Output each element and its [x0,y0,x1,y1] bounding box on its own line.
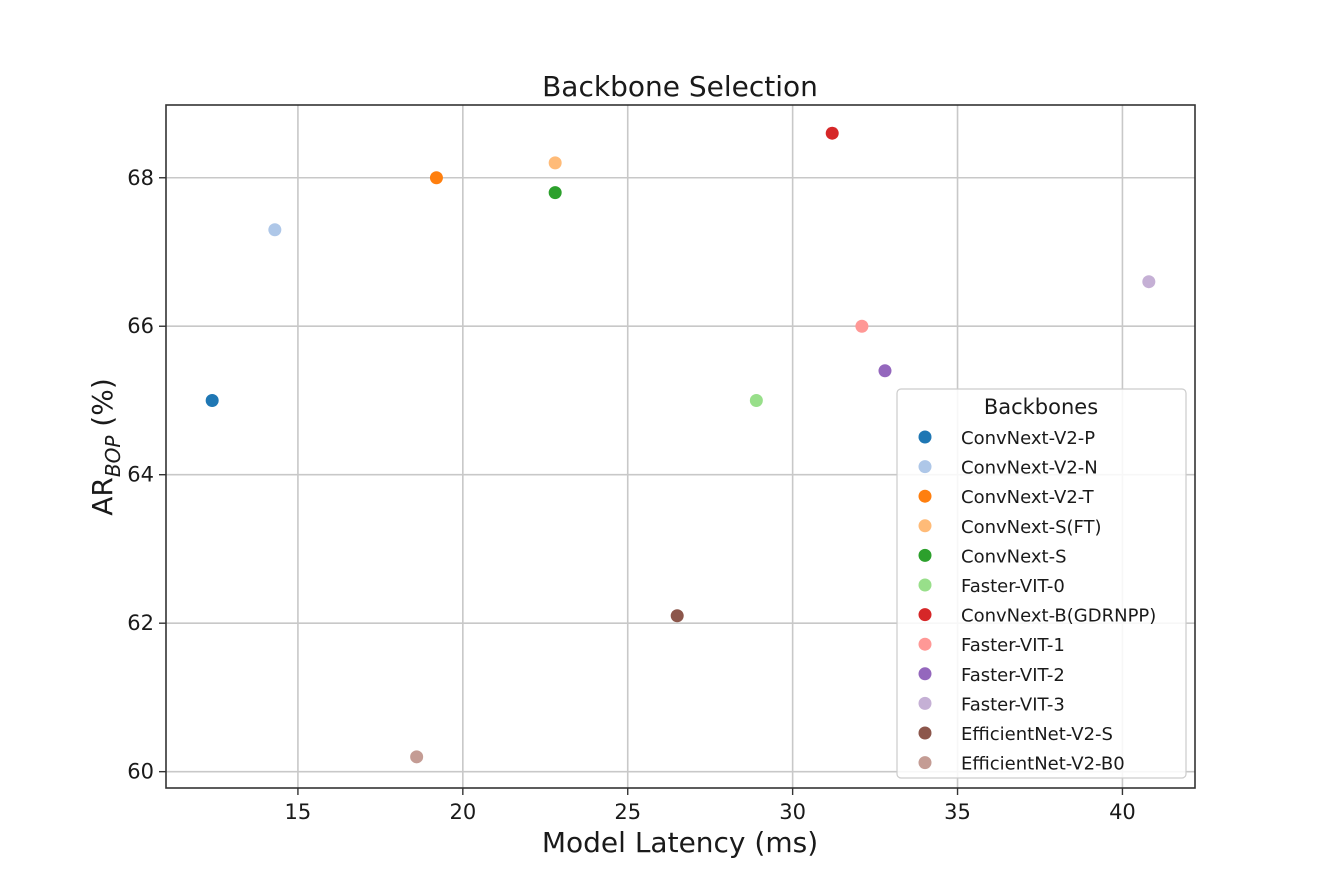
x-tick-label: 25 [614,800,641,824]
y-tick-label: 66 [127,314,154,338]
y-axis-label: ARBOP (%) [86,378,125,516]
y-axis-label-subscript: BOP [101,435,125,477]
legend-box [896,388,1187,779]
data-point [548,186,562,200]
data-point [429,171,443,185]
legend-marker [918,696,932,710]
data-point [749,393,763,407]
data-point [268,223,282,237]
data-point [670,609,684,623]
y-tick-label: 64 [127,463,154,487]
legend-label: EfficientNet-V2-B0 [961,754,1125,775]
legend-label: Faster-VIT-1 [961,635,1065,656]
data-points [205,126,1156,764]
y-axis-label-suffix: (%) [86,378,119,435]
data-point [205,393,219,407]
data-point [855,319,869,333]
chart-title: Backbone Selection [542,70,818,103]
x-tick-label: 40 [1109,800,1136,824]
legend-label: EfficientNet-V2-S [961,724,1113,745]
legend-label: ConvNext-V2-T [961,487,1095,508]
legend-marker [918,430,932,444]
legend-marker [918,726,932,740]
y-axis-ticks: 60 62 64 66 68 [127,166,166,784]
y-tick-label: 62 [127,611,154,635]
data-point [878,364,892,378]
data-point [548,156,562,170]
x-tick-label: 20 [449,800,476,824]
x-tick-label: 30 [779,800,806,824]
legend-label: Faster-VIT-2 [961,665,1065,686]
y-axis-label-main: AR [86,477,119,516]
legend-label: ConvNext-S [961,546,1067,567]
legend-items: ConvNext-V2-P ConvNext-V2-N ConvNext-V2-T C… [918,428,1156,775]
legend-marker [918,608,932,622]
legend-marker [918,637,932,651]
legend-label: ConvNext-V2-N [961,458,1098,479]
x-tick-label: 15 [285,800,312,824]
x-axis-ticks: 15 20 25 30 35 40 [285,788,1136,824]
x-tick-label: 35 [944,800,971,824]
legend-marker [918,519,932,533]
legend: Backbones ConvNext-V2-PConvNext-V2-NConv… [896,388,1187,779]
legend-marker [918,548,932,562]
legend-marker [918,756,932,770]
x-axis-label: Model Latency (ms) [542,826,818,859]
legend-marker [918,460,932,474]
legend-title: Backbones [984,395,1098,419]
data-point [825,126,839,140]
data-point [1142,275,1156,289]
legend-marker [918,489,932,503]
legend-label: ConvNext-B(GDRNPP) [961,606,1156,627]
legend-marker [918,578,932,592]
legend-label: Faster-VIT-3 [961,694,1065,715]
y-tick-label: 68 [127,166,154,190]
legend-label: ConvNext-V2-P [961,428,1095,449]
y-tick-label: 60 [127,760,154,784]
legend-label: ConvNext-S(FT) [961,517,1102,538]
legend-marker [918,667,932,681]
plot-frame [165,104,1196,789]
data-point [410,750,424,764]
legend-label: Faster-VIT-0 [961,576,1065,597]
